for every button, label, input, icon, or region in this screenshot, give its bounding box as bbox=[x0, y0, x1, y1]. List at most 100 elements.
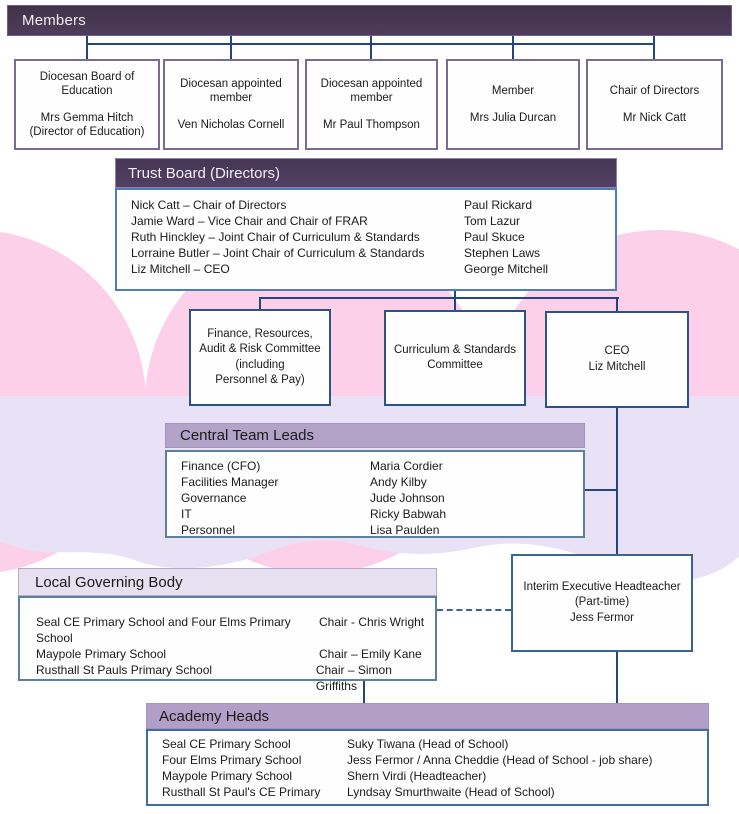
central-team-leads-header-label: Central Team Leads bbox=[180, 427, 314, 444]
academy-row: Rusthall St Paul's CE Primary Lyndsay Sm… bbox=[162, 784, 707, 800]
connector bbox=[259, 297, 619, 299]
connector bbox=[653, 36, 655, 60]
academy-school: Four Elms Primary School bbox=[162, 753, 302, 767]
academy-heads: Academy Heads Seal CE Primary School Suk… bbox=[146, 703, 709, 806]
academy-school: Rusthall St Paul's CE Primary bbox=[162, 785, 321, 799]
members-bar-label: Members bbox=[22, 12, 86, 29]
academy-heads-body: Seal CE Primary School Suky Tiwana (Head… bbox=[146, 729, 709, 806]
central-team-row: IT Ricky Babwah bbox=[181, 506, 583, 522]
central-team-leads-header: Central Team Leads bbox=[165, 423, 585, 448]
academy-heads-header-label: Academy Heads bbox=[159, 707, 270, 725]
connector bbox=[616, 297, 618, 312]
team-name: Maria Cordier bbox=[370, 459, 443, 473]
team-name: Ricky Babwah bbox=[370, 507, 447, 521]
member-name: Mrs Gemma Hitch (Director of Education) bbox=[29, 112, 145, 138]
trust-board-member: Nick Catt – Chair of Directors bbox=[131, 198, 287, 212]
trust-board-member: Stephen Laws bbox=[464, 246, 541, 260]
lgb-row: Maypole Primary School Chair – Emily Kan… bbox=[36, 646, 435, 662]
dashed-connector bbox=[437, 609, 511, 611]
team-role: Governance bbox=[181, 491, 247, 505]
member-name: Mrs Julia Durcan bbox=[469, 112, 557, 124]
connector bbox=[585, 489, 618, 491]
trust-board: Trust Board (Directors) Nick Catt – Chai… bbox=[115, 158, 617, 291]
trust-board-body: Nick Catt – Chair of Directors Jamie War… bbox=[115, 188, 617, 291]
trust-board-member: Paul Skuce bbox=[464, 230, 525, 244]
trust-board-left-column: Nick Catt – Chair of Directors Jamie War… bbox=[131, 197, 464, 289]
trust-board-header-label: Trust Board (Directors) bbox=[128, 164, 280, 182]
academy-school: Seal CE Primary School bbox=[162, 737, 291, 751]
member-name: Mr Paul Thompson bbox=[323, 119, 420, 131]
lgb-school: Rusthall St Pauls Primary School bbox=[36, 663, 213, 677]
finance-committee-box: Finance, Resources, Audit & Risk Committ… bbox=[189, 309, 331, 406]
lgb-chair: Chair – Emily Kane bbox=[319, 647, 422, 661]
trust-board-right-column: Paul Rickard Tom Lazur Paul Skuce Stephe… bbox=[464, 197, 548, 289]
connector bbox=[363, 681, 365, 704]
member-box-diocesan-board: Diocesan Board of Education Mrs Gemma Hi… bbox=[14, 59, 160, 150]
team-name: Lisa Paulden bbox=[370, 523, 440, 537]
member-role: Member bbox=[491, 85, 535, 97]
trust-board-header: Trust Board (Directors) bbox=[115, 158, 617, 188]
local-governing-body-header: Local Governing Body bbox=[18, 568, 437, 596]
members-bar: Members bbox=[7, 5, 732, 36]
academy-heads-header: Academy Heads bbox=[146, 703, 709, 729]
lgb-chair: Chair - Chris Wright bbox=[319, 615, 425, 629]
academy-row: Maypole Primary School Shern Virdi (Head… bbox=[162, 768, 707, 784]
connector bbox=[616, 408, 618, 554]
academy-school: Maypole Primary School bbox=[162, 769, 293, 783]
academy-head: Suky Tiwana (Head of School) bbox=[347, 737, 509, 751]
team-name: Andy Kilby bbox=[370, 475, 427, 489]
academy-row: Seal CE Primary School Suky Tiwana (Head… bbox=[162, 736, 707, 752]
trust-board-member: Paul Rickard bbox=[464, 198, 533, 212]
central-team-leads: Central Team Leads Finance (CFO) Maria C… bbox=[165, 423, 585, 538]
lgb-row: Rusthall St Pauls Primary School Chair –… bbox=[36, 662, 435, 694]
connector bbox=[512, 36, 514, 60]
interim-headteacher-label: Interim Executive Headteacher (Part-time… bbox=[523, 580, 681, 624]
member-role: Diocesan Board of Education bbox=[39, 71, 135, 97]
team-role: IT bbox=[181, 507, 192, 521]
connector bbox=[86, 36, 88, 60]
lgb-row: Seal CE Primary School and Four Elms Pri… bbox=[36, 614, 435, 646]
central-team-row: Facilities Manager Andy Kilby bbox=[181, 474, 583, 490]
member-box-member: Member Mrs Julia Durcan bbox=[446, 59, 580, 150]
central-team-row: Finance (CFO) Maria Cordier bbox=[181, 458, 583, 474]
trust-board-member: Ruth Hinckley – Joint Chair of Curriculu… bbox=[131, 230, 420, 244]
curriculum-committee-box: Curriculum & Standards Committee bbox=[384, 310, 526, 406]
academy-row: Four Elms Primary School Jess Fermor / A… bbox=[162, 752, 707, 768]
connector bbox=[454, 291, 456, 311]
team-role: Finance (CFO) bbox=[181, 459, 261, 473]
lgb-chair: Chair – Simon Griffiths bbox=[315, 663, 392, 693]
trust-board-member: Jamie Ward – Vice Chair and Chair of FRA… bbox=[131, 214, 368, 228]
local-governing-body-header-label: Local Governing Body bbox=[35, 573, 183, 591]
member-role: Diocesan appointed member bbox=[180, 78, 282, 104]
trust-board-member: George Mitchell bbox=[464, 262, 549, 276]
interim-headteacher-box: Interim Executive Headteacher (Part-time… bbox=[511, 554, 693, 652]
member-box-diocesan-appointed-2: Diocesan appointed member Mr Paul Thomps… bbox=[305, 59, 438, 150]
connector bbox=[370, 36, 372, 60]
trust-board-member: Lorraine Butler – Joint Chair of Curricu… bbox=[131, 246, 425, 260]
connector bbox=[259, 297, 261, 310]
local-governing-body-body: Seal CE Primary School and Four Elms Pri… bbox=[18, 596, 437, 693]
team-name: Jude Johnson bbox=[370, 491, 445, 505]
trust-board-member: Liz Mitchell – CEO bbox=[131, 262, 230, 276]
central-team-row: Governance Jude Johnson bbox=[181, 490, 583, 506]
ceo-label: CEO Liz Mitchell bbox=[588, 345, 646, 373]
curriculum-committee-label: Curriculum & Standards Committee bbox=[393, 343, 517, 372]
team-role: Facilities Manager bbox=[181, 475, 279, 489]
academy-head: Lyndsay Smurthwaite (Head of School) bbox=[347, 785, 555, 799]
member-name: Mr Nick Catt bbox=[622, 112, 687, 124]
connector bbox=[230, 36, 232, 60]
ceo-box: CEO Liz Mitchell bbox=[545, 311, 689, 408]
academy-head: Shern Virdi (Headteacher) bbox=[347, 769, 487, 783]
local-governing-body: Local Governing Body Seal CE Primary Sch… bbox=[18, 568, 437, 693]
member-role: Diocesan appointed member bbox=[320, 78, 423, 104]
central-team-row: Personnel Lisa Paulden bbox=[181, 522, 583, 538]
team-role: Personnel bbox=[181, 523, 236, 537]
trust-board-member: Tom Lazur bbox=[464, 214, 521, 228]
lgb-school: Maypole Primary School bbox=[36, 647, 167, 661]
member-box-chair-of-directors: Chair of Directors Mr Nick Catt bbox=[586, 59, 723, 150]
connector bbox=[616, 652, 618, 704]
academy-head: Jess Fermor / Anna Cheddie (Head of Scho… bbox=[347, 753, 653, 767]
member-name: Ven Nicholas Cornell bbox=[177, 119, 285, 131]
central-team-leads-body: Finance (CFO) Maria Cordier Facilities M… bbox=[165, 450, 585, 538]
